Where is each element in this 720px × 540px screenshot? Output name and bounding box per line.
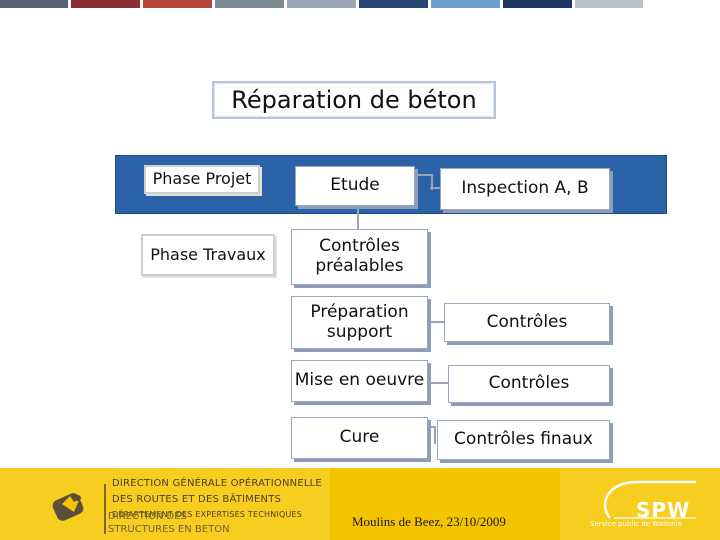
connector-etude-controles [357, 208, 359, 230]
footer-band: DIRECTION GÉNÉRALE OPÉRATIONNELLE DES RO… [0, 468, 720, 540]
slide-title-text: Réparation de béton [231, 86, 477, 114]
step-mise-en-oeuvre-text: Mise en oeuvre [294, 370, 425, 391]
connector-etude-inspection-b [430, 187, 440, 189]
step-mise-en-oeuvre: Mise en oeuvre [291, 360, 428, 402]
step-controles-finaux: Contrôles finaux [437, 420, 610, 460]
stripe-segment [215, 0, 284, 8]
spw-logo-text: SPW [636, 498, 691, 522]
connector-prep-controles [428, 321, 444, 323]
stripe-segment [71, 0, 140, 8]
connector-etude-inspection [418, 174, 433, 190]
step-inspection-text: Inspection A, B [461, 178, 589, 199]
dgo-line3: DÉPARTEMENT DES EXPERTISES TECHNIQUES [112, 510, 303, 519]
phase-projet-label: Phase Projet [144, 165, 260, 194]
spw-logo-icon [603, 480, 696, 519]
stripe-segment [575, 0, 643, 8]
step-controles-prealables: Contrôles préalables [291, 229, 428, 285]
phase-travaux-label: Phase Travaux [141, 234, 275, 276]
spw-subtitle: Service public de Wallonie [590, 520, 682, 528]
direction-line1: DIRECTION DES [108, 511, 187, 522]
step-controles-finaux-text: Contrôles finaux [454, 429, 593, 450]
footer-date-place: Moulins de Beez, 23/10/2009 [352, 514, 506, 529]
top-color-stripe [0, 0, 720, 8]
step-controles-2: Contrôles [448, 365, 610, 403]
dgo-line2: DES ROUTES ET DES BÂTIMENTS [112, 494, 282, 505]
footer-divider [104, 484, 106, 534]
phase-projet-text: Phase Projet [152, 169, 252, 189]
stripe-segment [431, 0, 500, 8]
stripe-segment [503, 0, 572, 8]
step-preparation-line1: Préparation [310, 301, 409, 322]
connector-mise-controles [428, 382, 448, 384]
step-controles-2-text: Contrôles [488, 373, 570, 394]
step-controles-1: Contrôles [444, 303, 610, 342]
step-etude-text: Etude [330, 175, 380, 196]
step-preparation-line2: support [326, 321, 393, 342]
stripe-segment [359, 0, 428, 8]
phase-travaux-text: Phase Travaux [150, 244, 266, 264]
step-controles-1-text: Contrôles [486, 311, 568, 332]
step-inspection: Inspection A, B [440, 168, 610, 210]
slide-title: Réparation de béton [212, 81, 496, 119]
step-cure-text: Cure [339, 427, 380, 448]
footer-right-panel [560, 468, 720, 540]
dgo-line1: DIRECTION GÉNÉRALE OPÉRATIONNELLE [112, 478, 322, 489]
step-controles-prealables-line1: Contrôles [319, 236, 400, 257]
stripe-segment [143, 0, 212, 8]
stripe-segment [287, 0, 356, 8]
wallonie-emblem-icon [52, 493, 84, 521]
connector-cure-finaux [428, 426, 436, 444]
direction-line2: STRUCTURES EN BETON [108, 524, 230, 535]
stripe-segment [0, 0, 68, 8]
step-etude: Etude [295, 166, 415, 206]
step-controles-prealables-line2: préalables [315, 256, 404, 276]
step-cure: Cure [291, 417, 428, 459]
step-preparation-support: Préparation support [291, 296, 428, 349]
